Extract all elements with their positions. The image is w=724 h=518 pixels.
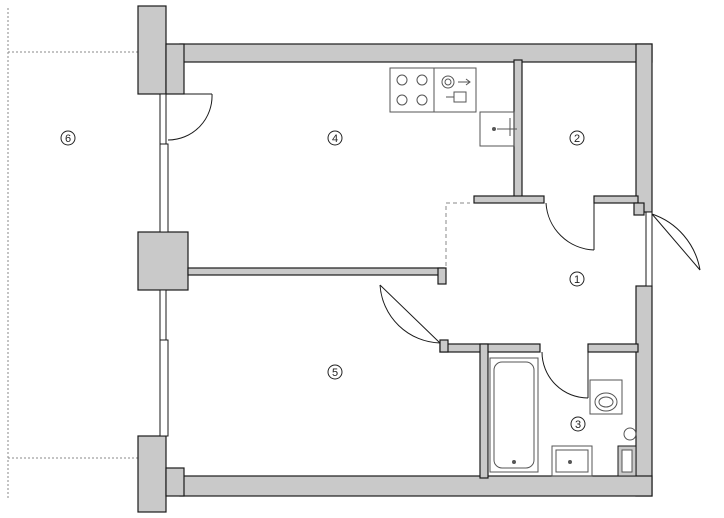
wall-bath-top-a [439,343,541,353]
windows [159,93,653,437]
room-label-5: 5 [327,364,343,380]
wall-bottom [179,475,653,497]
washbasin [551,445,593,477]
room-number-3: 3 [575,419,581,431]
room-number-4: 4 [332,133,338,145]
balcony-area [7,8,140,500]
pillar-bottom-ext [165,467,185,497]
kitchen-opening [445,202,470,266]
door-room5 [379,284,441,344]
window-left-mid [159,289,167,341]
door-room2 [545,202,595,251]
window-entrance [645,211,653,287]
floor-drain [623,427,637,441]
door-entrance [651,213,701,271]
wall-room2-stub [633,202,645,216]
shaft [617,445,637,477]
pillar-top-ext [165,43,185,95]
bathtub [489,357,539,473]
walls [137,5,653,513]
window-room5 [159,339,169,437]
stove [389,67,435,113]
pillar-bottom [137,435,167,513]
doors [167,93,701,399]
wall-room2-left [513,59,523,201]
room-label-2: 2 [569,130,585,146]
room-number-5: 5 [332,367,338,379]
pillar-top [137,5,167,95]
fridge [479,111,517,147]
room-label-4: 4 [327,130,343,146]
room-label-6: 6 [60,130,76,146]
wall-bath-stub [439,339,449,353]
room-labels: 1 2 3 4 5 6 [60,130,586,432]
room-number-1: 1 [574,274,580,286]
wall-divider-stub [437,267,447,285]
pillar-mid [137,231,189,291]
window-left-top [159,93,167,145]
door-bathroom [541,351,589,399]
wall-top [179,43,653,63]
wall-right [635,43,653,213]
wall-divider-4-5 [187,267,445,276]
wall-room2-bottom-b [593,195,639,204]
fixtures [389,67,637,477]
wall-room2-bottom-a [473,195,545,204]
room-label-3: 3 [570,416,586,432]
room-number-2: 2 [574,133,580,145]
room-number-6: 6 [65,133,71,145]
wall-bath-top-b [587,343,639,353]
sink-kitchen [433,67,477,113]
window-room4 [159,143,169,233]
wall-right-lower [635,285,653,497]
toilet [589,379,623,415]
room-label-1: 1 [569,271,585,287]
door-balcony [167,93,213,141]
wall-bath-left [479,343,489,479]
